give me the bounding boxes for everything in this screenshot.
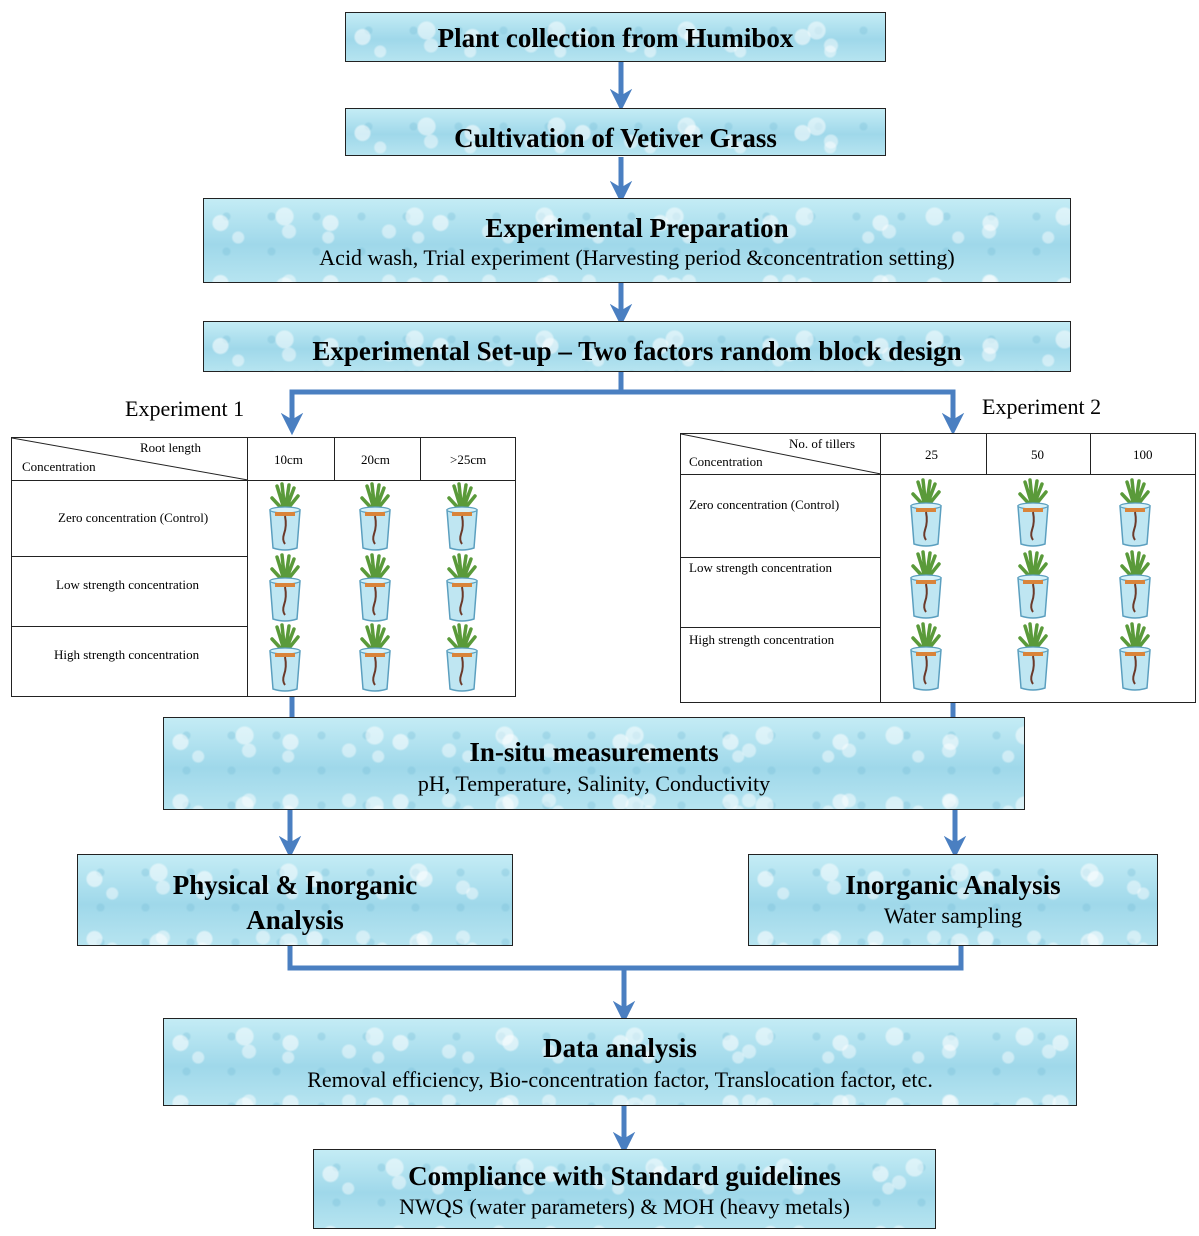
potted-vetiver-plant-icon	[355, 623, 395, 693]
insitu-box: In-situ measurements pH, Temperature, Sa…	[163, 717, 1025, 810]
potted-vetiver-plant-icon	[1013, 550, 1053, 620]
insitu-title: In-situ measurements	[469, 737, 719, 767]
exp1-corner-bottom: Concentration	[22, 459, 96, 474]
exp1-col-10cm: 10cm	[274, 452, 303, 467]
exp1-col-25cm: >25cm	[450, 452, 487, 467]
experiment2-label: Experiment 2	[982, 394, 1102, 419]
plant-collection-box: Plant collection from Humibox	[345, 12, 886, 62]
potted-vetiver-plant-icon	[265, 482, 305, 552]
exp1-row-zero: Zero concentration (Control)	[58, 510, 209, 525]
potted-vetiver-plant-icon	[355, 553, 395, 623]
exp1-col-20cm: 20cm	[361, 452, 390, 467]
setup-box: Experimental Set-up – Two factors random…	[203, 321, 1071, 372]
compliance-title: Compliance with Standard guidelines	[408, 1161, 841, 1191]
cultivation-title: Cultivation of Vetiver Grass	[454, 123, 777, 153]
exp2-col-100: 100	[1133, 447, 1153, 462]
inorganic-title: Inorganic Analysis	[845, 870, 1061, 900]
compliance-subtitle: NWQS (water parameters) & MOH (heavy met…	[399, 1194, 850, 1219]
corner-diagonal	[681, 434, 881, 474]
exp2-row-low: Low strength concentration	[689, 560, 832, 575]
inorganic-analysis-box: Inorganic Analysis Water sampling	[748, 854, 1158, 946]
potted-vetiver-plant-icon	[906, 478, 946, 548]
data-analysis-box: Data analysis Removal efficiency, Bio-co…	[163, 1018, 1077, 1106]
exp2-col-50: 50	[1031, 447, 1044, 462]
exp2-row-high: High strength concentration	[689, 632, 835, 647]
potted-vetiver-plant-icon	[265, 623, 305, 693]
potted-vetiver-plant-icon	[1115, 550, 1155, 620]
potted-vetiver-plant-icon	[1013, 478, 1053, 548]
experiment1-label: Experiment 1	[125, 396, 245, 421]
potted-vetiver-plant-icon	[1115, 622, 1155, 692]
corner-diagonal	[12, 438, 248, 480]
exp1-corner-top: Root length	[140, 440, 202, 455]
exp1-row-low: Low strength concentration	[56, 577, 199, 592]
physical-title-line1: Physical & Inorganic	[172, 870, 418, 900]
cultivation-box: Cultivation of Vetiver Grass	[345, 108, 886, 156]
potted-vetiver-plant-icon	[442, 553, 482, 623]
potted-vetiver-plant-icon	[442, 623, 482, 693]
potted-vetiver-plant-icon	[355, 482, 395, 552]
insitu-subtitle: pH, Temperature, Salinity, Conductivity	[417, 771, 771, 796]
potted-vetiver-plant-icon	[1115, 478, 1155, 548]
potted-vetiver-plant-icon	[906, 622, 946, 692]
exp2-row-zero: Zero concentration (Control)	[689, 497, 840, 512]
physical-title-line2: Analysis	[246, 905, 344, 935]
data-analysis-title: Data analysis	[543, 1033, 697, 1063]
potted-vetiver-plant-icon	[906, 550, 946, 620]
plant-collection-title: Plant collection from Humibox	[437, 23, 794, 53]
data-analysis-subtitle: Removal efficiency, Bio-concentration fa…	[307, 1067, 933, 1092]
exp2-corner-bottom: Concentration	[689, 454, 763, 469]
inorganic-subtitle: Water sampling	[883, 903, 1023, 928]
physical-inorganic-box: Physical & Inorganic Analysis	[77, 854, 513, 946]
potted-vetiver-plant-icon	[265, 553, 305, 623]
setup-title: Experimental Set-up – Two factors random…	[312, 336, 962, 366]
exp2-corner-top: No. of tillers	[789, 436, 856, 451]
preparation-box: Experimental Preparation Acid wash, Tria…	[203, 198, 1071, 283]
potted-vetiver-plant-icon	[1013, 622, 1053, 692]
experiment1-table: Root length Concentration 10cm 20cm >25c…	[11, 437, 516, 697]
preparation-title: Experimental Preparation	[485, 213, 789, 243]
exp1-row-high: High strength concentration	[54, 647, 200, 662]
compliance-box: Compliance with Standard guidelines NWQS…	[313, 1149, 936, 1229]
exp2-col-25: 25	[925, 447, 938, 462]
preparation-subtitle: Acid wash, Trial experiment (Harvesting …	[319, 245, 955, 270]
potted-vetiver-plant-icon	[442, 482, 482, 552]
